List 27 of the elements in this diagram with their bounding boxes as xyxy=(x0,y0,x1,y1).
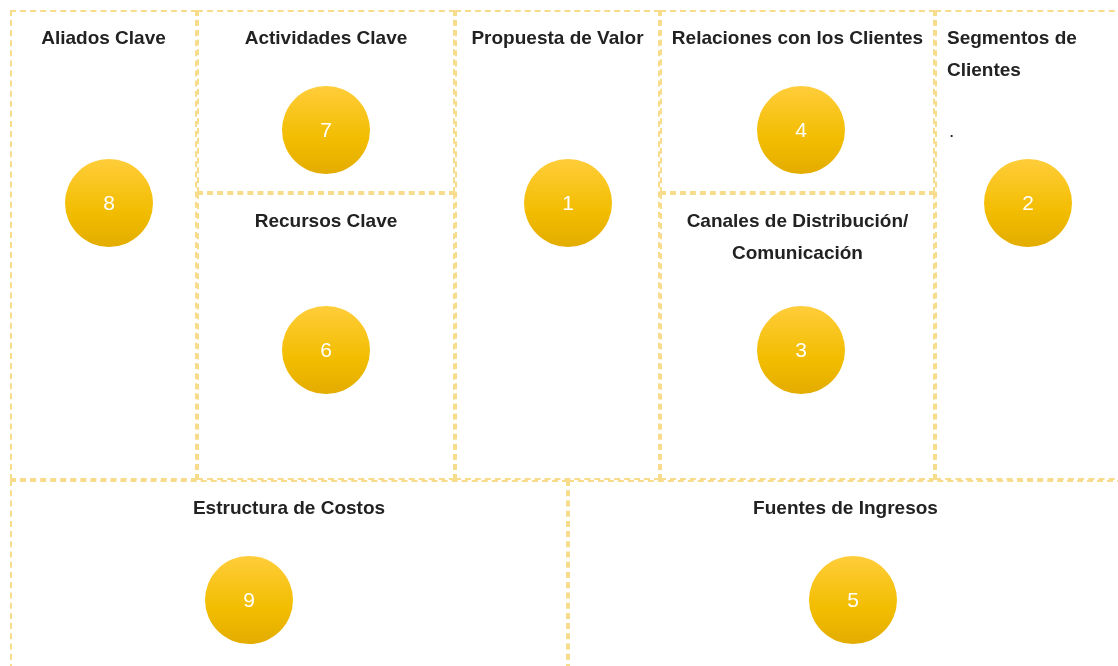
canvas-section xyxy=(660,10,935,193)
canvas-section xyxy=(455,10,660,480)
number-circle: 6 xyxy=(282,306,370,394)
section-heading: Estructura de Costos xyxy=(191,496,387,520)
number-circle: 9 xyxy=(205,556,293,644)
section-heading: Segmentos de Clientes xyxy=(947,26,1078,82)
canvas-section xyxy=(660,193,935,480)
number-circle: 4 xyxy=(757,86,845,174)
number-circle: 3 xyxy=(757,306,845,394)
canvas-section xyxy=(10,10,197,480)
number-circle: 7 xyxy=(282,86,370,174)
canvas-section xyxy=(197,193,455,480)
number-circle: 2 xyxy=(984,159,1072,247)
canvas-section xyxy=(10,480,568,666)
canvas-section xyxy=(568,480,1118,666)
section-heading: Aliados Clave xyxy=(40,26,167,50)
note-text: . xyxy=(949,120,955,142)
section-heading: Propuesta de Valor xyxy=(470,26,645,50)
section-heading: Recursos Clave xyxy=(253,209,399,233)
number-circle: 5 xyxy=(809,556,897,644)
canvas-section xyxy=(197,10,455,193)
section-heading: Canales de Distribución/ Comunicación xyxy=(685,209,910,265)
section-heading: Fuentes de Ingresos xyxy=(752,496,939,520)
section-heading: Actividades Clave xyxy=(243,26,409,50)
number-circle: 1 xyxy=(524,159,612,247)
section-heading: Relaciones con los Clientes xyxy=(670,26,925,50)
number-circle: 8 xyxy=(65,159,153,247)
